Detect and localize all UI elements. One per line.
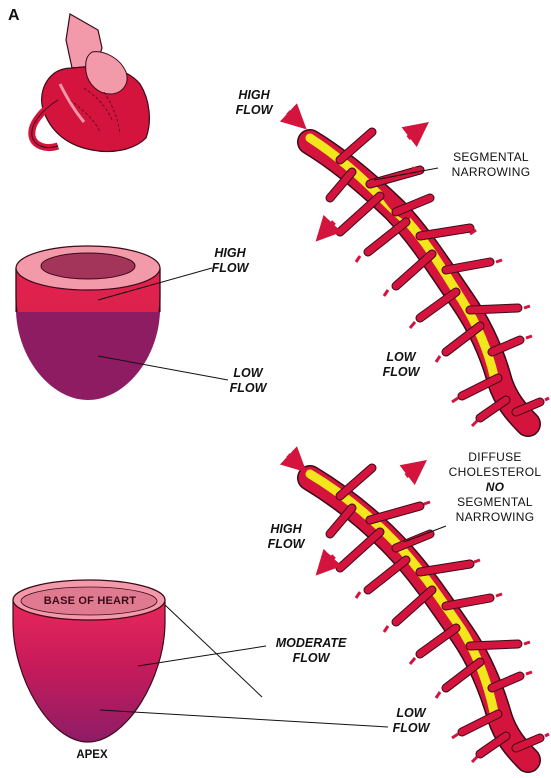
vessel-low-flow-label: LOW FLOW — [376, 350, 426, 380]
panel-letter: A — [8, 8, 20, 23]
label-line: CHOLESTEROL — [440, 465, 550, 480]
label-line: HIGH — [264, 522, 308, 537]
label-line: LOW — [226, 366, 270, 381]
label-line: FLOW — [376, 365, 426, 380]
label-line: FLOW — [266, 651, 356, 666]
apex-label: APEX — [70, 748, 114, 763]
bottom-high-flow-label: HIGH FLOW — [264, 522, 308, 552]
label-line: HIGH — [208, 246, 252, 261]
label-line: SEGMENTAL — [440, 495, 550, 510]
label-line: LOW — [376, 350, 426, 365]
heart-high-flow-label: HIGH FLOW — [208, 246, 252, 276]
segmental-narrowing-label: SEGMENTAL NARROWING — [436, 150, 546, 180]
label-line: NO — [440, 480, 550, 495]
label-line: LOW — [386, 706, 436, 721]
label-line: NARROWING — [436, 165, 546, 180]
base-of-heart-label: BASE OF HEART — [28, 594, 152, 609]
label-line: FLOW — [208, 261, 252, 276]
diffuse-cholesterol-label: DIFFUSE CHOLESTEROL NO SEGMENTAL NARROWI… — [440, 450, 550, 525]
top-arrow-high-flow-label: HIGH FLOW — [232, 88, 276, 118]
label-line: FLOW — [232, 103, 276, 118]
label-line: FLOW — [226, 381, 270, 396]
label-line: DIFFUSE — [440, 450, 550, 465]
bottom-low-flow-label: LOW FLOW — [386, 706, 436, 736]
label-line: SEGMENTAL — [436, 150, 546, 165]
anatomical-heart-illustration — [32, 14, 150, 152]
label-line: FLOW — [264, 537, 308, 552]
heart-section-top — [16, 246, 228, 400]
heart-low-flow-label: LOW FLOW — [226, 366, 270, 396]
label-line: FLOW — [386, 721, 436, 736]
label-line: MODERATE — [266, 636, 356, 651]
moderate-flow-label: MODERATE FLOW — [266, 636, 356, 666]
label-line: NARROWING — [440, 510, 550, 525]
label-line: HIGH — [232, 88, 276, 103]
